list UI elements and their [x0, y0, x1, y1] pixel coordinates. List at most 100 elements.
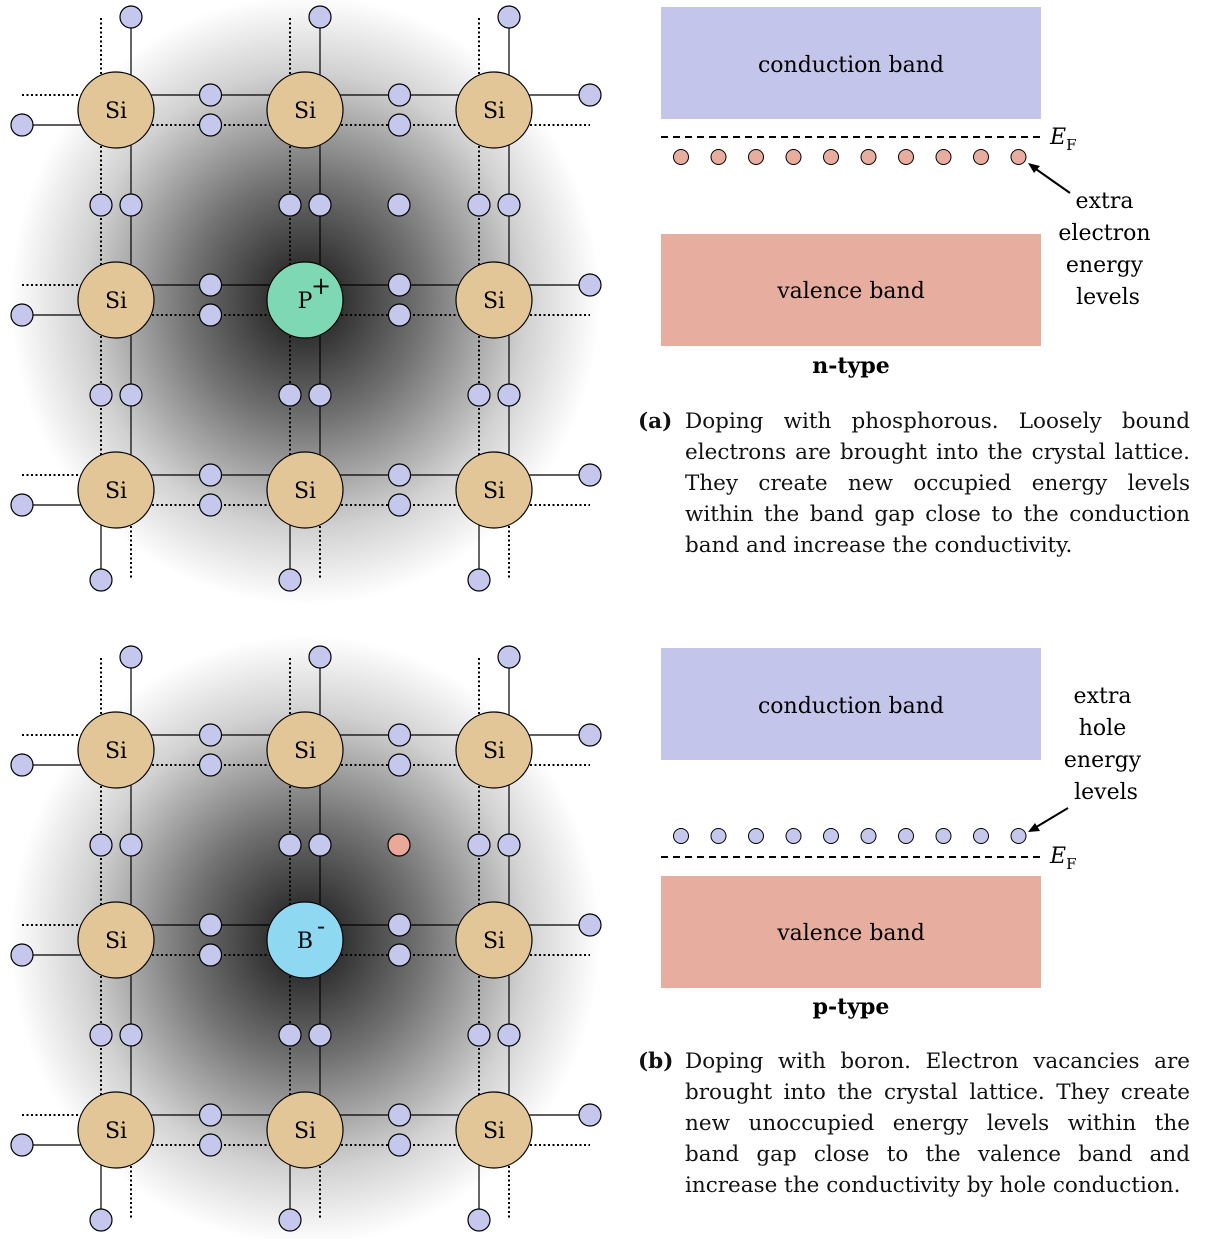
svg-text:Si: Si: [483, 929, 505, 954]
electron-level: [823, 149, 839, 165]
svg-text:Si: Si: [294, 479, 316, 504]
electron: [578, 83, 602, 107]
hole-level: [898, 828, 914, 844]
electron: [89, 1208, 113, 1232]
type-label: p-type: [813, 994, 890, 1020]
electron: [10, 113, 34, 137]
electron: [467, 383, 491, 407]
electron: [308, 193, 332, 217]
fermi-level-label: EF: [1049, 844, 1076, 873]
donor-levels: [673, 149, 1027, 165]
electron-level: [935, 149, 952, 165]
svg-text:Si: Si: [483, 99, 505, 124]
silicon-atom: Si: [77, 901, 155, 979]
electron: [198, 913, 223, 937]
electron: [198, 1133, 223, 1157]
electron: [497, 1023, 521, 1047]
svg-text:Si: Si: [483, 1119, 505, 1144]
arrow-head: [1028, 823, 1040, 832]
svg-text:Si: Si: [105, 929, 127, 954]
svg-text:+: +: [311, 272, 331, 300]
silicon-atom: Si: [77, 711, 155, 789]
electron: [10, 493, 34, 517]
silicon-atom: Si: [266, 71, 344, 149]
electron-level: [898, 149, 914, 165]
electron: [119, 5, 143, 29]
electron: [308, 833, 332, 857]
hole-level: [860, 828, 877, 844]
annotation-text: extra electron energy levels: [1058, 189, 1157, 310]
boron-atom: B-: [266, 901, 344, 979]
electron: [308, 5, 332, 29]
electron-level: [973, 149, 989, 165]
hole-level: [710, 828, 727, 844]
silicon-atom: Si: [455, 711, 533, 789]
electron: [387, 273, 412, 297]
electron: [89, 383, 113, 407]
p-type-band-diagram: conduction band extra hole energy levels…: [661, 648, 1148, 1020]
svg-text:Si: Si: [294, 1119, 316, 1144]
electron: [387, 753, 412, 777]
caption-p-type: (b) Doping with boron. Electron vacancie…: [638, 1046, 1190, 1201]
n-type-band-diagram: conduction band EF extra electron energy…: [661, 7, 1157, 379]
electron: [10, 1133, 34, 1157]
electron: [387, 1103, 412, 1127]
electron: [89, 193, 113, 217]
electron: [308, 645, 332, 669]
electron: [278, 568, 302, 592]
caption-tag: (b): [638, 1049, 674, 1074]
electron: [198, 303, 223, 327]
electron: [387, 723, 412, 747]
electron: [308, 1023, 332, 1047]
electron: [278, 1023, 302, 1047]
phosphorus-atom: P+: [266, 261, 344, 339]
annotation-text: extra hole energy levels: [1064, 684, 1148, 805]
electron: [578, 723, 602, 747]
silicon-atom: Si: [266, 1091, 344, 1169]
electron: [497, 833, 521, 857]
conduction-band: [661, 7, 1041, 119]
electron: [89, 833, 113, 857]
valence-band: [661, 876, 1041, 988]
electron: [10, 753, 34, 777]
valence-band-label: valence band: [776, 279, 925, 304]
svg-text:P: P: [298, 289, 313, 314]
electron: [278, 1208, 302, 1232]
silicon-atom: Si: [455, 451, 533, 529]
electron: [119, 1023, 143, 1047]
electron: [467, 1023, 491, 1047]
electron: [198, 723, 223, 747]
electron: [278, 833, 302, 857]
caption-tag: (a): [638, 409, 673, 434]
electron: [578, 463, 602, 487]
electron: [119, 383, 143, 407]
electron: [387, 913, 412, 937]
silicon-atom: Si: [455, 261, 533, 339]
hole-level: [1010, 828, 1027, 844]
caption-n-type: (a) Doping with phosphorous. Loosely bou…: [638, 406, 1190, 561]
silicon-atom: Si: [266, 451, 344, 529]
silicon-atom: Si: [455, 1091, 533, 1169]
silicon-atom: Si: [77, 1091, 155, 1169]
hole-level: [823, 828, 839, 844]
svg-text:Si: Si: [105, 479, 127, 504]
electron: [497, 645, 521, 669]
silicon-atom: Si: [266, 711, 344, 789]
electron: [198, 1103, 223, 1127]
silicon-atom: Si: [77, 451, 155, 529]
hole-level: [973, 828, 989, 844]
electron: [497, 383, 521, 407]
svg-text:Si: Si: [483, 479, 505, 504]
electron: [467, 568, 491, 592]
conduction-band-label: conduction band: [758, 694, 944, 719]
svg-text:Si: Si: [483, 289, 505, 314]
electron: [89, 568, 113, 592]
hole-level: [748, 828, 764, 844]
acceptor-levels: [673, 828, 1027, 844]
svg-text:B: B: [297, 929, 313, 954]
valence-band: [661, 234, 1041, 346]
electron: [387, 113, 412, 137]
electron-level: [710, 149, 727, 165]
svg-text:Si: Si: [105, 99, 127, 124]
